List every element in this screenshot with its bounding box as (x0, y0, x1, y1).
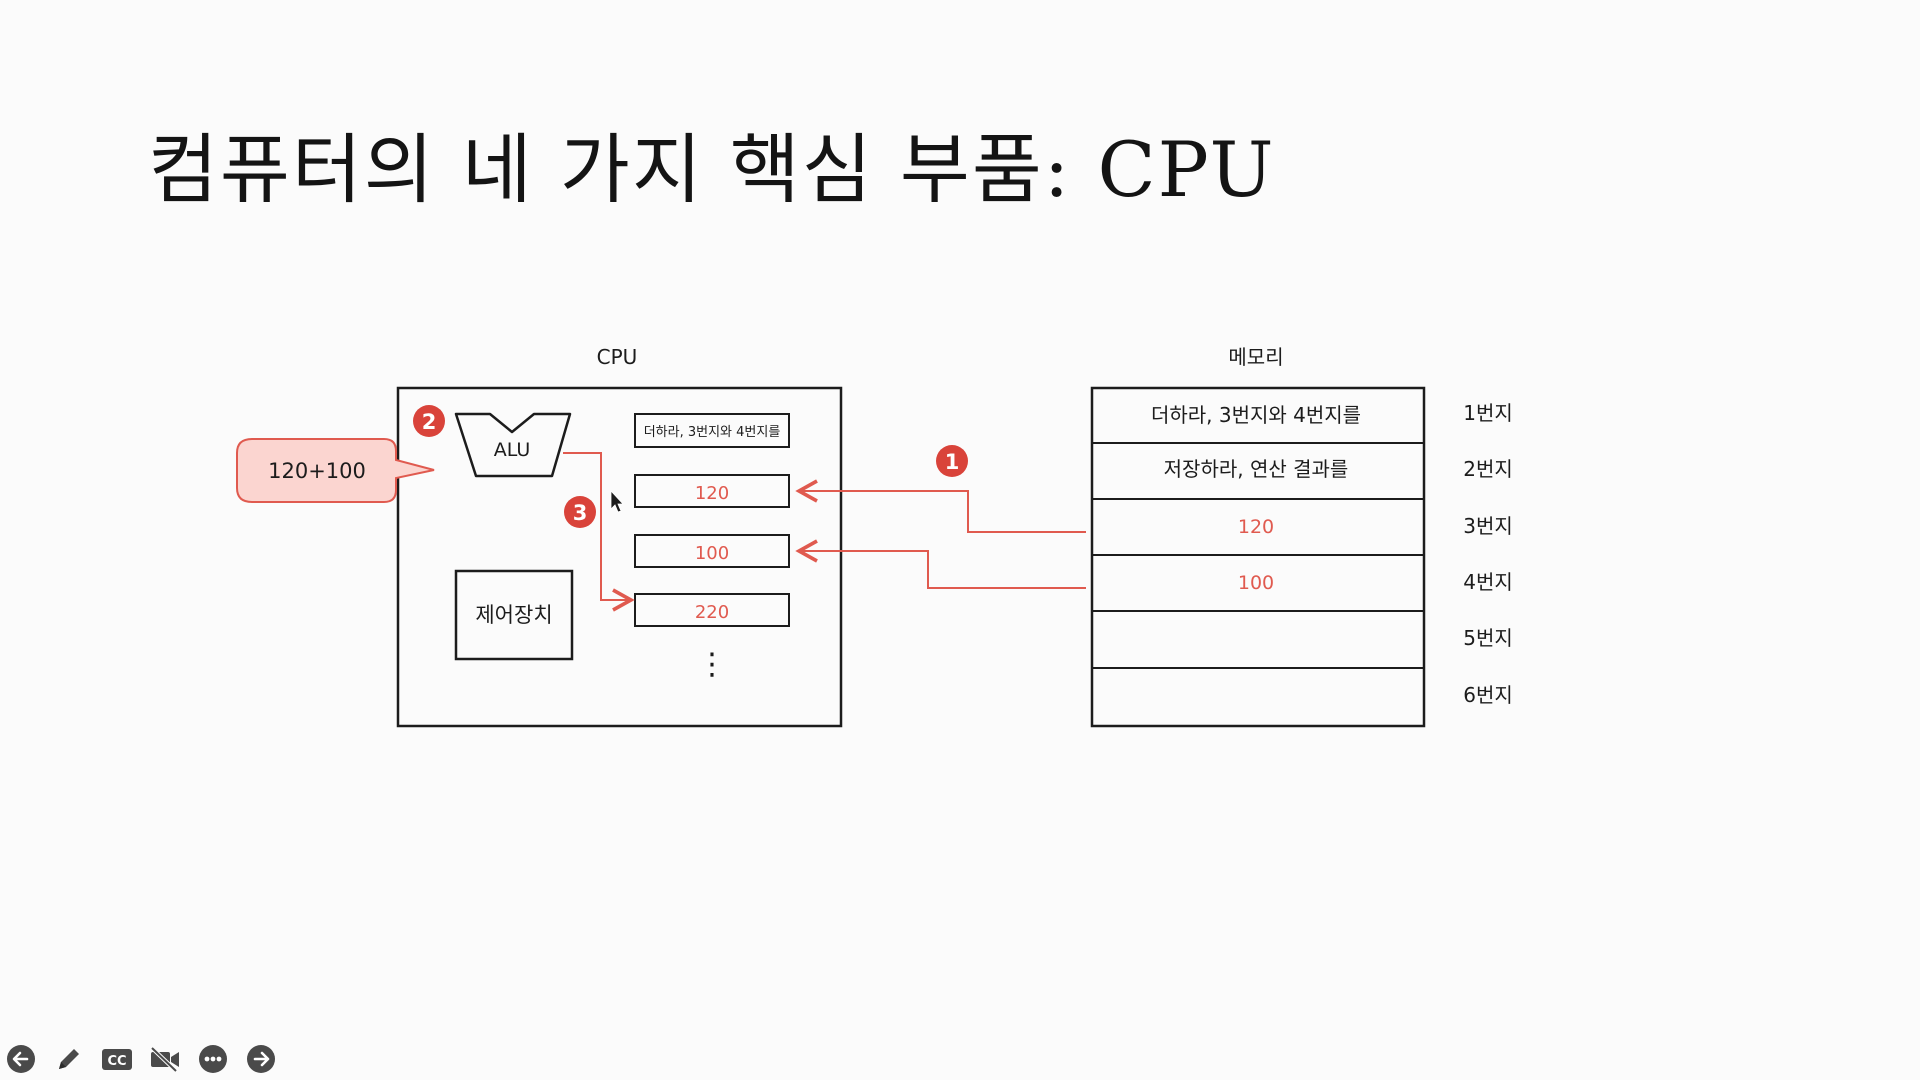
captions-button[interactable]: CC (100, 1042, 134, 1076)
register-box (634, 593, 790, 627)
callout-text: 120+100 (268, 459, 366, 483)
memory-cell-text: 120 (1238, 516, 1274, 538)
alu-result-arrow (563, 452, 635, 612)
step-number: 2 (422, 410, 437, 434)
control-unit-box (454, 569, 574, 661)
register-text: 100 (695, 543, 729, 564)
cpu-label: CPU (597, 345, 638, 369)
memory-cell-text: 100 (1238, 572, 1274, 594)
register-text: 220 (695, 602, 729, 623)
memory-to-register-arrow (795, 539, 1086, 589)
register-ellipsis: ⋮ (697, 647, 727, 682)
memory-cell-text: 저장하라, 연산 결과를 (1164, 457, 1349, 481)
arrow-right-icon (247, 1045, 275, 1073)
register-box (634, 413, 790, 448)
memory-address: 5번지 (1463, 626, 1513, 650)
previous-slide-button[interactable] (4, 1042, 38, 1076)
slide-title: 컴퓨터의 네 가지 핵심 부품: CPU (148, 125, 1276, 214)
memory-cell-text: 더하라, 3번지와 4번지를 (1151, 403, 1361, 427)
camera-toggle-button[interactable] (148, 1042, 182, 1076)
more-icon (199, 1045, 227, 1073)
alu-label: ALU (494, 439, 531, 461)
memory-box (1090, 386, 1426, 728)
register-box (634, 534, 790, 568)
video-off-icon (150, 1046, 179, 1073)
step-badge (936, 445, 968, 477)
register-text: 120 (695, 483, 729, 504)
step-number: 1 (945, 450, 960, 474)
svg-text:CC: CC (107, 1054, 126, 1069)
memory-address: 1번지 (1463, 401, 1513, 425)
step-number: 3 (573, 501, 588, 525)
alu-shape (454, 412, 572, 478)
next-slide-button[interactable] (244, 1042, 278, 1076)
register-box (634, 474, 790, 508)
pen-icon (59, 1049, 79, 1069)
register-text: 더하라, 3번지와 4번지를 (644, 425, 781, 440)
pen-tool-button[interactable] (52, 1042, 86, 1076)
cpu-memory-diagram: CPU ALU 제어장치 더하라, 3번지와 4번지를 120 100 220 … (236, 345, 1513, 728)
step-badge (413, 405, 445, 437)
memory-to-register-arrow (795, 479, 1086, 533)
memory-label: 메모리 (1228, 345, 1283, 369)
callout-bubble (236, 438, 435, 503)
arrow-left-icon (7, 1045, 35, 1073)
cc-icon: CC (102, 1049, 132, 1070)
memory-address: 4번지 (1463, 570, 1513, 594)
control-unit-label: 제어장치 (475, 603, 552, 627)
memory-address: 2번지 (1463, 457, 1513, 481)
more-options-button[interactable] (196, 1042, 230, 1076)
memory-address: 6번지 (1463, 683, 1513, 707)
step-badge (564, 496, 596, 528)
memory-address: 3번지 (1463, 514, 1513, 538)
mouse-cursor-icon (610, 489, 624, 513)
cpu-box (396, 386, 843, 728)
presentation-toolbar: CC (4, 1038, 278, 1080)
